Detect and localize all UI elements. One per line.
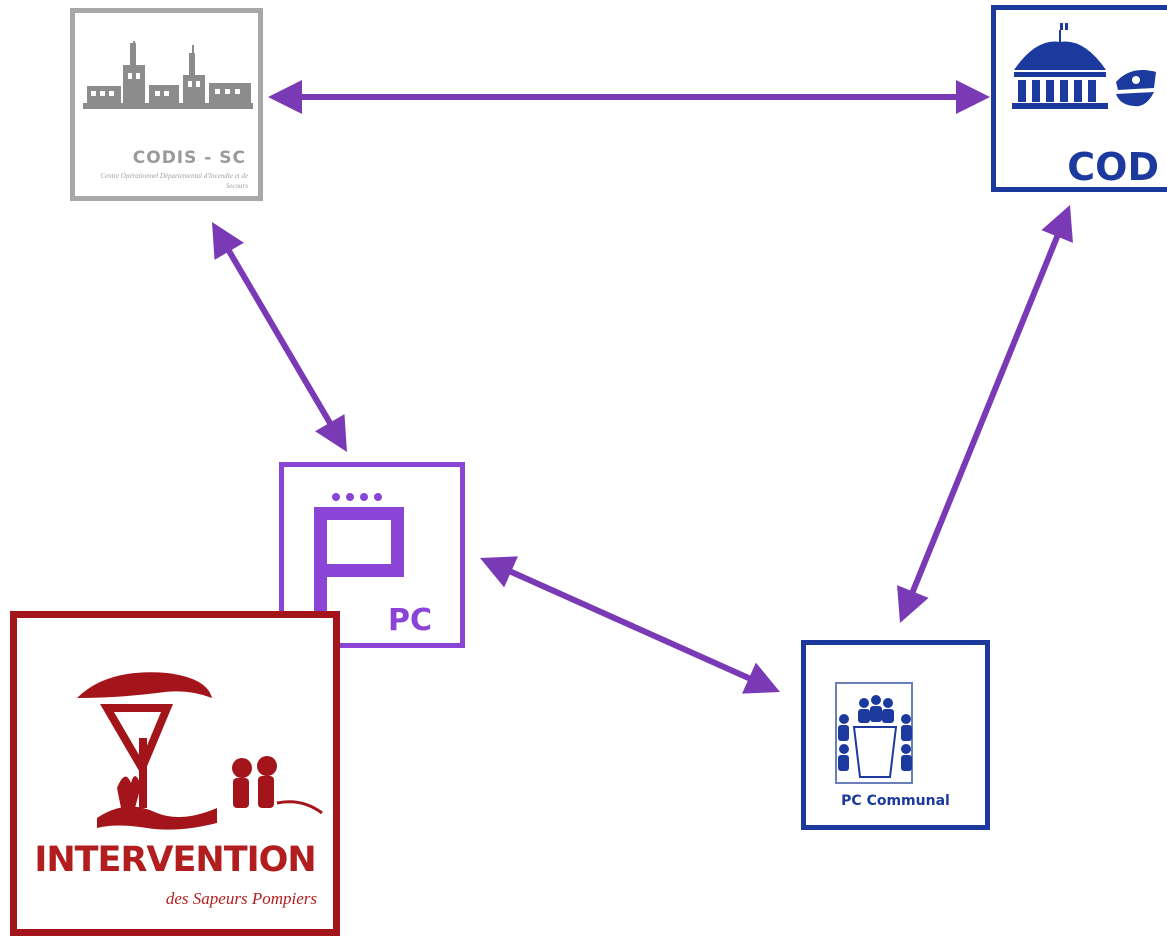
arrowhead-codis bbox=[212, 222, 244, 260]
pc-flag-icon bbox=[314, 493, 404, 622]
firefighter-logo-icon bbox=[77, 672, 323, 830]
meeting-room-icon bbox=[835, 682, 913, 784]
codis-sc-node: CODIS - SC Centre Opérationnel Départeme… bbox=[70, 8, 263, 201]
arrowhead-pc-communal bbox=[742, 662, 780, 694]
arrow-cod-pc-communal bbox=[909, 233, 1061, 595]
arrowhead-cod bbox=[1041, 205, 1073, 243]
pc-communal-title: PC Communal bbox=[841, 793, 950, 809]
arrowhead-pc bbox=[315, 414, 347, 452]
cod-node: COD bbox=[991, 5, 1167, 192]
arrow-codis-pc bbox=[225, 248, 334, 426]
codis-subtitle: Centre Opérationnel Départemental d'Ince… bbox=[100, 172, 248, 190]
intervention-node: INTERVENTION des Sapeurs Pompiers bbox=[10, 611, 340, 936]
building-icon bbox=[83, 41, 253, 109]
arrowhead-pc-communal bbox=[897, 585, 929, 623]
cod-title: COD bbox=[1067, 145, 1159, 189]
arrowhead-cod bbox=[956, 80, 990, 114]
arrow-pc-pc-communal bbox=[507, 568, 753, 682]
intervention-subtitle: des Sapeurs Pompiers bbox=[165, 889, 317, 908]
pc-communal-node: PC Communal bbox=[801, 640, 990, 830]
intervention-title: INTERVENTION bbox=[34, 840, 316, 880]
prefecture-building-icon bbox=[1012, 23, 1156, 109]
arrowhead-pc bbox=[480, 556, 518, 588]
arrowhead-codis bbox=[268, 80, 302, 114]
codis-title: CODIS - SC bbox=[132, 148, 246, 168]
pc-title: PC bbox=[387, 603, 432, 638]
